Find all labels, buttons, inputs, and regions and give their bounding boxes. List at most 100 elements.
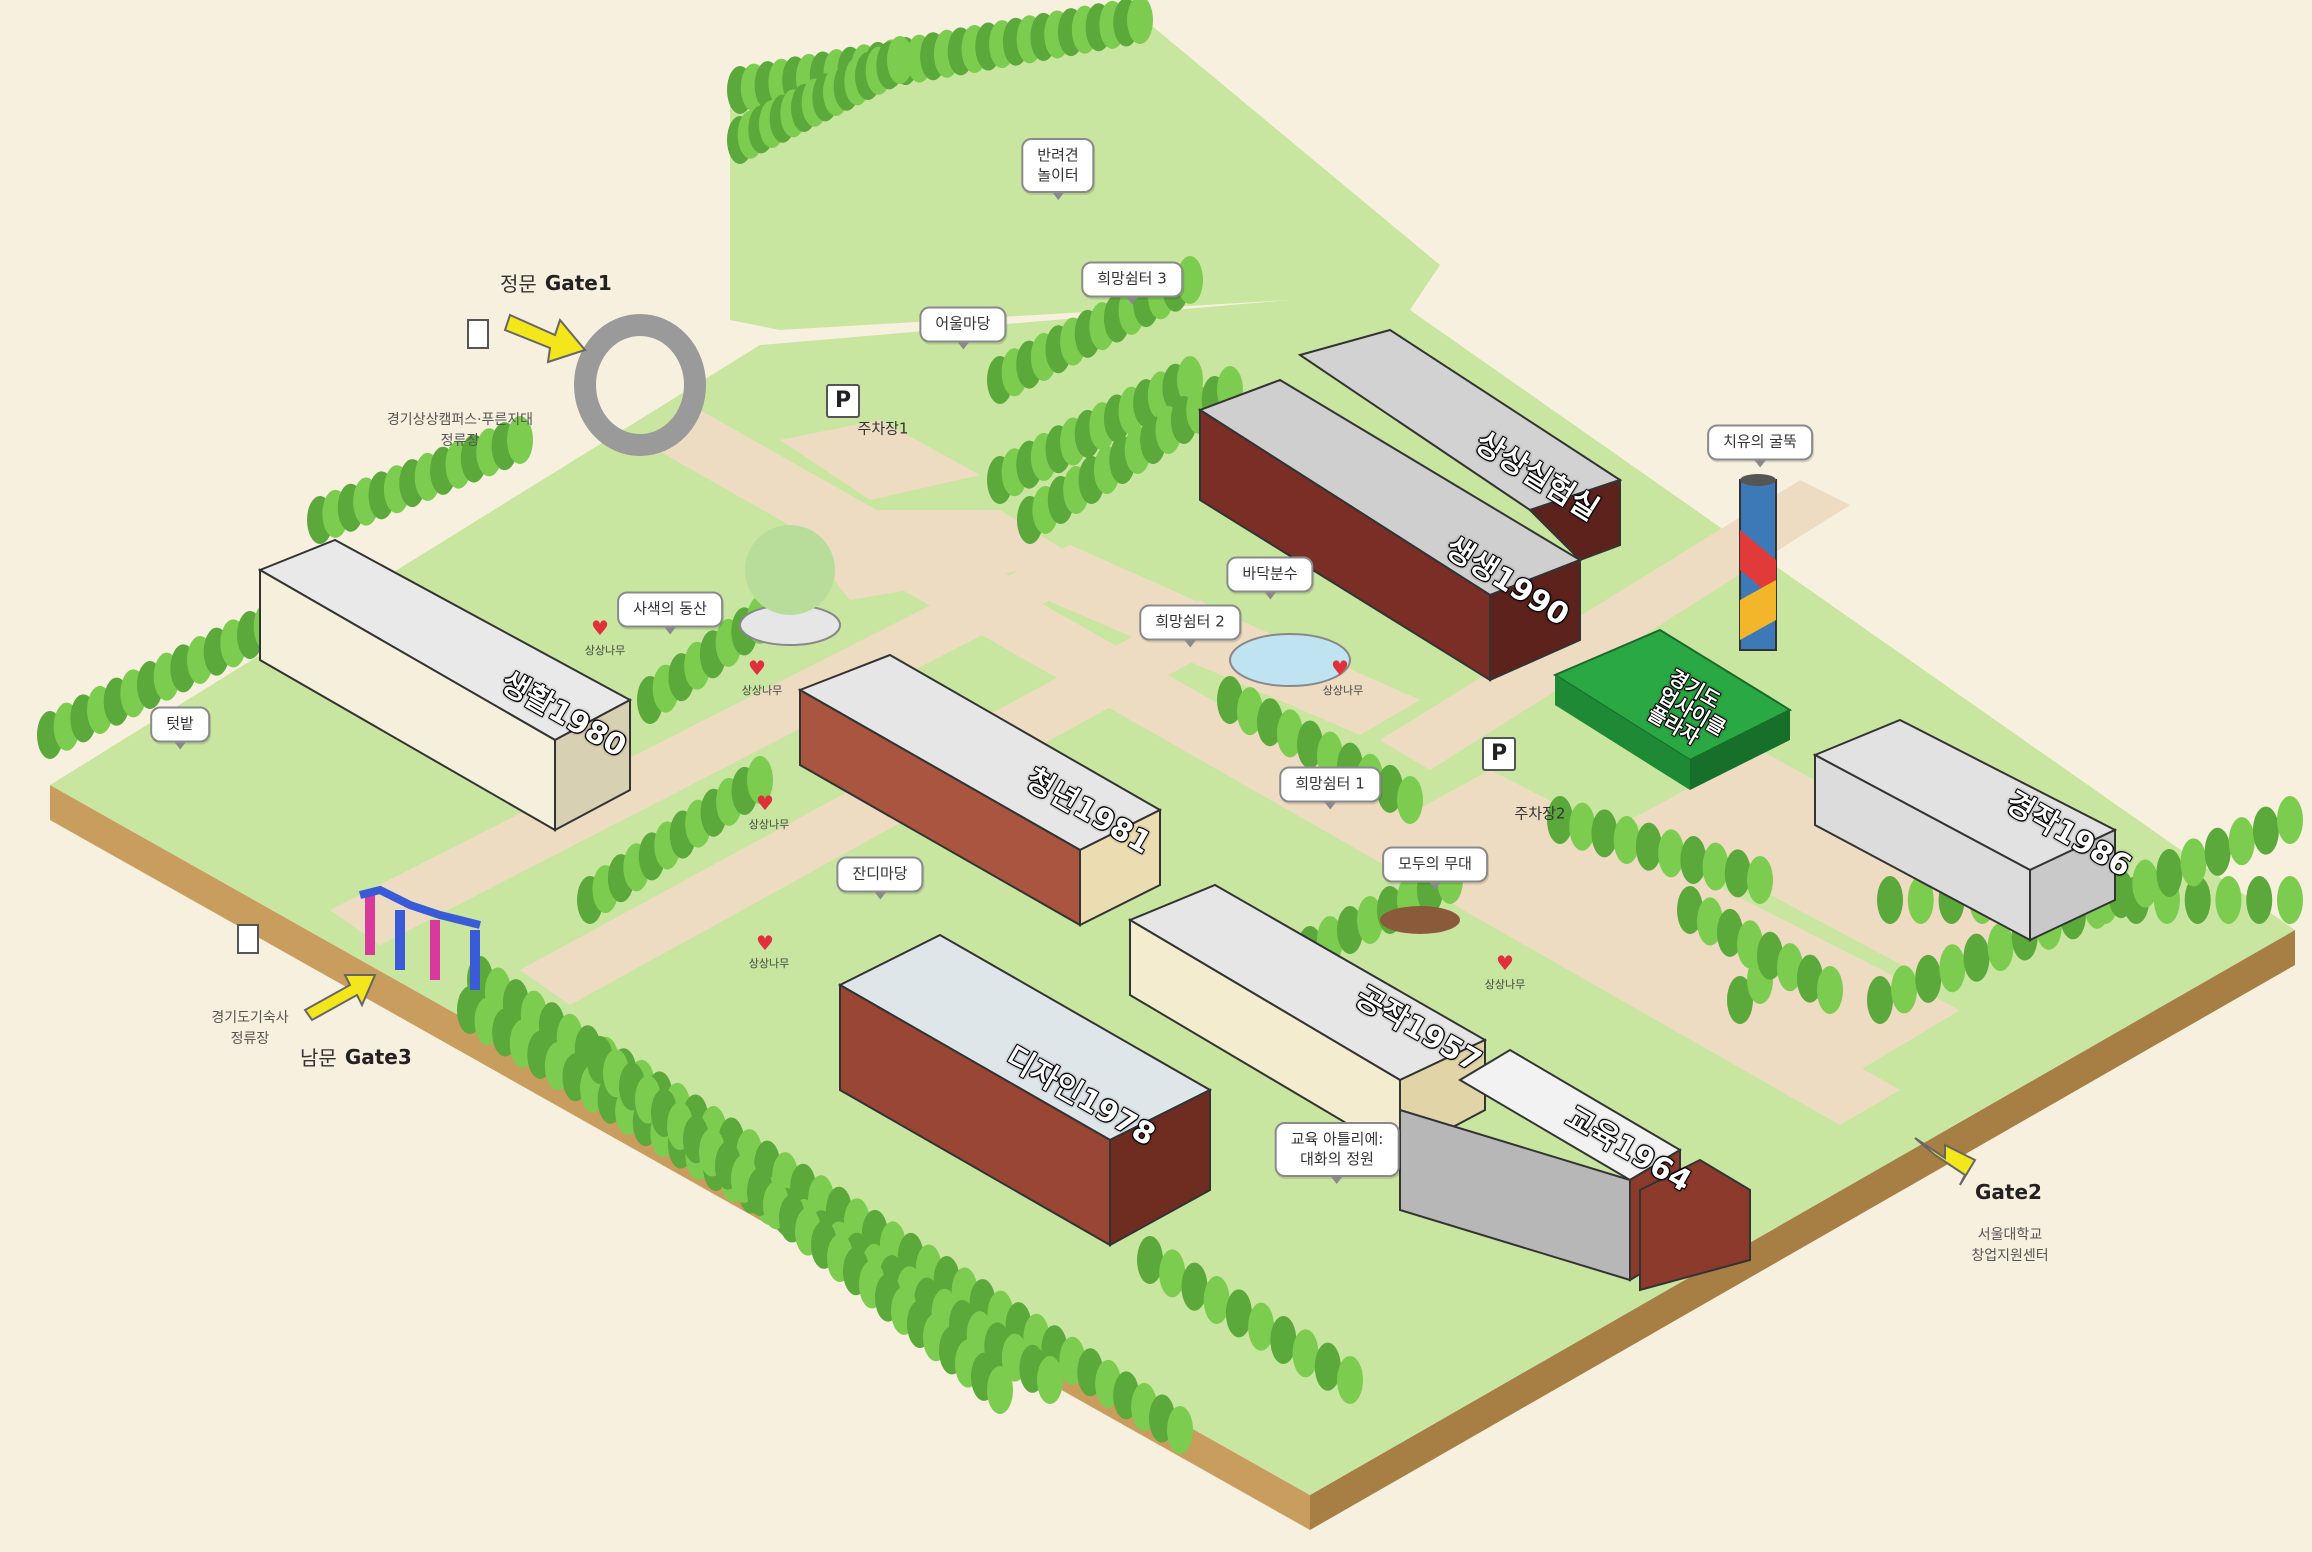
tree-icon <box>1757 931 1783 980</box>
gate3-ko: 남문 <box>300 1046 337 1070</box>
gate3-en: Gate3 <box>344 1044 412 1069</box>
tree-icon <box>1177 256 1203 304</box>
callout-hope2[interactable]: 희망쉼터 2 <box>1139 604 1241 647</box>
heart-icon: ♥ <box>1496 951 1514 975</box>
tree-icon <box>507 416 533 464</box>
gate1-en: Gate1 <box>544 270 612 295</box>
tree-icon <box>1217 676 1243 724</box>
tree-icon <box>747 756 773 804</box>
tree-icon <box>1203 1276 1230 1324</box>
tree-icon <box>1907 876 1934 924</box>
building-design1978[interactable] <box>837 933 1213 1247</box>
building-gyoyuk1964[interactable] <box>1399 1048 1751 1292</box>
gate3-bus-stop: 경기도기숙사 정류장 <box>211 1010 289 1047</box>
tree-icon <box>2277 796 2303 844</box>
callout-lawn[interactable]: 잔디마당 <box>836 856 924 899</box>
building-gyeongak1986[interactable] <box>1812 718 2118 942</box>
tree-icon <box>1237 687 1263 736</box>
building-seongsil1980[interactable] <box>257 538 633 832</box>
tree-icon <box>1277 709 1303 758</box>
gate1-arch[interactable] <box>574 314 706 456</box>
tree-icon <box>1635 822 1662 871</box>
tree-icon <box>887 36 913 84</box>
tree-icon <box>1270 1316 1297 1364</box>
tree-icon <box>2180 838 2207 887</box>
gate3-label[interactable]: 남문 Gate3 <box>300 1042 412 1071</box>
tree-icon <box>1680 836 1707 884</box>
tree-icon <box>1747 856 1773 904</box>
heart-icon: ♥ <box>756 791 774 815</box>
tree-icon <box>2228 817 2255 866</box>
tree-icon <box>1677 886 1703 934</box>
callout-edu-atelier[interactable]: 교육 아틀리에: 대화의 정원 <box>1274 1122 1400 1184</box>
callout-sasaek[interactable]: 사색의 동산 <box>617 591 723 634</box>
heart-icon: ♥ <box>591 616 609 640</box>
heart-icon: ♥ <box>756 931 774 955</box>
tree-icon <box>1137 1236 1163 1284</box>
parking-icon-1[interactable]: P <box>826 384 860 418</box>
tree-icon <box>1613 816 1640 864</box>
tree-icon <box>1337 1356 1363 1404</box>
green-plaza[interactable] <box>1552 628 1793 790</box>
callout-hope1[interactable]: 희망쉼터 1 <box>1279 766 1381 809</box>
tree-icon <box>1569 802 1596 851</box>
stage-deck[interactable] <box>1380 906 1460 934</box>
tree-icon <box>1867 976 1893 1024</box>
tree-label: 상상나무 <box>748 818 790 831</box>
tree-label: 상상나무 <box>748 957 790 970</box>
tree-label: 상상나무 <box>584 644 626 657</box>
gate-arrows[interactable] <box>303 313 1977 1186</box>
tree-icon <box>1159 1249 1186 1298</box>
tree-icon <box>2277 876 2303 924</box>
bus-stops[interactable] <box>237 319 489 954</box>
callout-hope3[interactable]: 희망쉼터 3 <box>1081 261 1183 304</box>
heart-icon: ♥ <box>748 656 766 680</box>
fountain[interactable] <box>1229 633 1351 687</box>
tree-icon <box>1127 0 1153 44</box>
gate1-ko: 정문 <box>500 272 537 296</box>
gate1-label[interactable]: 정문 Gate1 <box>500 268 612 297</box>
building-cheongnyeon1981[interactable] <box>797 653 1163 927</box>
gate3-arch[interactable] <box>359 885 481 990</box>
tree-icon <box>1939 944 1966 993</box>
tree-icon <box>1314 1342 1341 1391</box>
callout-dog-park[interactable]: 반려견 놀이터 <box>1021 138 1095 200</box>
callout-stage[interactable]: 모두의 무대 <box>1382 846 1488 889</box>
tree-icon <box>1817 966 1843 1014</box>
tree-icon <box>2184 876 2211 924</box>
tree-icon <box>2215 876 2242 924</box>
gate1-bus-stop: 경기상상캠퍼스·푸른지대 정류장 <box>386 412 534 449</box>
tree-icon <box>1658 829 1685 878</box>
gate2-sub: 서울대학교 창업지원센터 <box>1971 1227 2049 1264</box>
heart-icon: ♥ <box>1331 656 1349 680</box>
callout-eoul[interactable]: 어울마당 <box>919 306 1007 349</box>
tree-icon <box>1377 764 1403 813</box>
tree-icon <box>1777 943 1803 992</box>
tree-icon <box>1915 954 1942 1003</box>
tree-icon <box>2204 827 2231 876</box>
tree-icon <box>1397 776 1423 824</box>
label-parking1: 주차장1 <box>857 419 909 438</box>
tree-icon <box>1724 849 1751 898</box>
callout-chimney[interactable]: 치유의 굴뚝 <box>1707 424 1813 467</box>
tree-icon <box>1225 1289 1252 1338</box>
tree-icon <box>1987 923 2014 972</box>
tree-icon <box>2156 848 2183 897</box>
tree-icon <box>1963 933 1990 982</box>
callout-garden[interactable]: 텃밭 <box>150 706 210 749</box>
tree-label: 상상나무 <box>741 684 783 697</box>
parking-icon-2[interactable]: P <box>1482 737 1516 771</box>
tree-icon <box>1591 809 1618 858</box>
tree-icon <box>987 1366 1013 1414</box>
tree-icon <box>1357 896 1383 944</box>
chimney[interactable] <box>1739 474 1777 651</box>
tree-icon <box>1877 876 1903 924</box>
tree-icon <box>1248 1302 1275 1351</box>
tree-icon <box>1797 954 1823 1003</box>
callout-badak[interactable]: 바닥분수 <box>1226 556 1314 599</box>
tree-icon <box>1297 720 1323 769</box>
building-saengsaeng[interactable] <box>1197 328 1623 682</box>
sasaek-tree[interactable] <box>739 525 841 646</box>
gate2-label[interactable]: Gate2 <box>1975 1180 2042 1204</box>
